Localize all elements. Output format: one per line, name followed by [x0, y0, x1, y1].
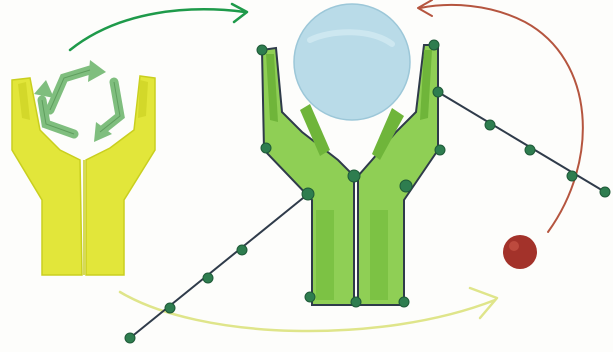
network-node	[203, 273, 213, 283]
network-node	[257, 45, 267, 55]
network-node	[237, 245, 247, 255]
left-yellow-hands	[12, 76, 155, 275]
recycle-icon	[34, 60, 120, 142]
network-node	[400, 180, 412, 192]
network-node	[165, 303, 175, 313]
network-node	[351, 297, 361, 307]
red-ball-icon	[503, 235, 537, 269]
network-node	[348, 170, 360, 182]
green-arrow	[70, 4, 247, 50]
network-node	[435, 145, 445, 155]
globe-icon	[294, 4, 410, 120]
network-node	[525, 145, 535, 155]
network-node	[305, 292, 315, 302]
network-node	[485, 120, 495, 130]
network-node	[125, 333, 135, 343]
network-node	[567, 171, 577, 181]
network-node	[600, 187, 610, 197]
network-node	[429, 40, 439, 50]
network-node	[433, 87, 443, 97]
network-node	[399, 297, 409, 307]
network-node	[261, 143, 271, 153]
network-node	[302, 188, 314, 200]
red-arrow	[418, 0, 583, 232]
